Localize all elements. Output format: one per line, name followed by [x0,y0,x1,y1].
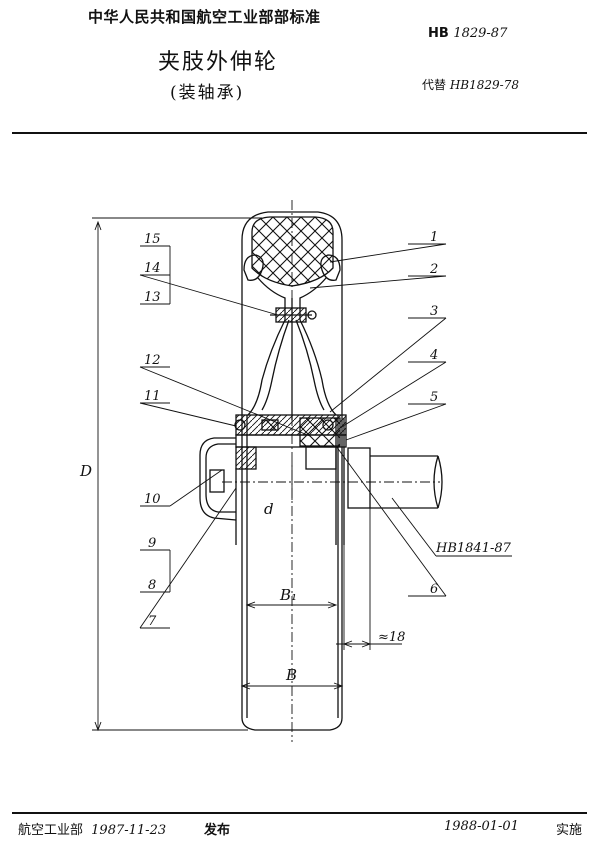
standard-prefix: HB [428,26,449,41]
hub-assembly [234,414,347,545]
part-label-5: 5 [430,390,438,405]
part-label-2: 2 [429,262,438,277]
replaces-code: HB1829-78 [449,78,519,92]
part-label-7: 7 [148,614,157,629]
effective-word: 实施 [556,823,583,838]
part-label-1: 1 [430,230,438,245]
issuer: 航空工业部 [18,823,84,838]
footer-divider [12,812,587,814]
dimension-B1 [245,601,338,609]
dim-D-label: D [79,462,92,480]
dim-B-label: B [285,666,297,684]
dim-d-label: d [264,500,274,518]
part-label-4: 4 [429,348,438,363]
standard-code: 1829-87 [453,26,508,41]
part-label-3: 3 [430,304,438,319]
dimension-D [92,217,262,732]
part-label-10: 10 [144,492,161,507]
part-label-15: 15 [144,232,161,247]
header-divider [12,132,587,134]
replaces-prefix: 代替 [422,78,447,92]
issue-date: 1987-11-23 [91,823,167,838]
part-label-12: 12 [144,353,161,368]
part-label-11: 11 [144,389,161,404]
reference-leader [391,497,512,557]
dim-18-label: ≈18 [378,630,405,645]
part-label-14: 14 [144,261,161,276]
effective-date-value: 1988-01-01 [444,819,519,834]
reference-standard: HB1841-87 [435,541,512,556]
part-label-9: 9 [148,536,156,551]
issue-info: 航空工业部 1987-11-23 [18,819,166,838]
effective-date: 1988-01-01 [444,819,519,834]
center-lines [222,200,440,742]
issue-word: 发布 [204,823,231,838]
standard-number: HB 1829-87 [428,26,507,41]
document-title: 夹肢外伸轮 [158,50,279,75]
document-subtitle: (装轴承) [170,83,245,103]
replaces-standard: 代替 HB1829-78 [422,76,519,93]
part-label-6: 6 [430,582,438,597]
bead-curls [243,254,341,281]
dimension-18 [336,508,402,650]
fork-bracket [199,437,237,545]
part-label-13: 13 [144,290,161,305]
dimension-B [240,682,344,690]
tire-core [251,216,334,287]
organization-title: 中华人民共和国航空工业部部标准 [88,8,321,26]
axle [347,447,443,509]
leader-lines [139,243,447,629]
part-label-8: 8 [148,578,156,593]
dim-B1-label: B₁ [279,586,297,604]
